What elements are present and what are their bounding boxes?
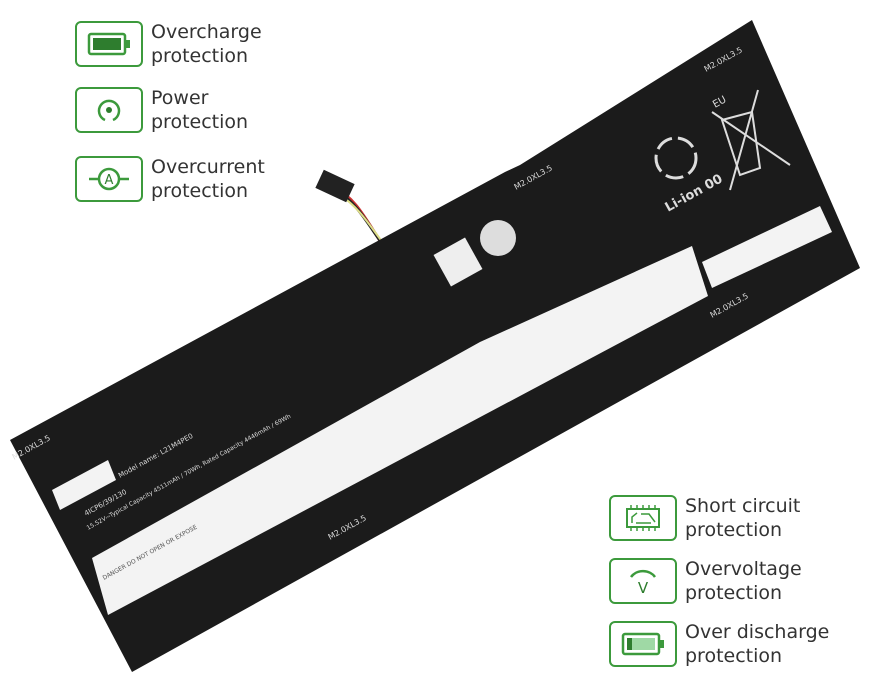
feature-line1: Overvoltage <box>685 558 802 580</box>
weee-bin-icon <box>711 89 791 191</box>
feature-line1: Over discharge <box>685 621 830 643</box>
battery-low-icon <box>609 621 677 667</box>
circuit-board-icon <box>609 495 677 541</box>
feature-line2: protection <box>151 45 249 67</box>
feature-line2: protection <box>151 180 249 202</box>
seal-mark <box>480 220 516 256</box>
recycle-icon <box>654 136 698 180</box>
feature-line2: protection <box>685 645 783 667</box>
power-icon <box>75 87 143 133</box>
ammeter-icon: A <box>75 156 143 202</box>
feature-line2: protection <box>685 582 783 604</box>
svg-text:V: V <box>638 579 649 596</box>
svg-text:A: A <box>105 173 114 188</box>
feature-line2: protection <box>685 519 783 541</box>
serial-label <box>702 206 832 288</box>
battery-full-icon <box>75 21 143 67</box>
feature-line2: protection <box>151 111 249 133</box>
voltage-icon: V <box>609 558 677 604</box>
feature-line1: Power <box>151 87 209 109</box>
feature-line1: Short circuit <box>685 495 801 517</box>
warning-label <box>92 246 708 615</box>
qr-code <box>433 237 483 287</box>
feature-line1: Overcharge <box>151 21 262 43</box>
lenovo-label <box>52 460 116 510</box>
feature-line1: Overcurrent <box>151 156 265 178</box>
